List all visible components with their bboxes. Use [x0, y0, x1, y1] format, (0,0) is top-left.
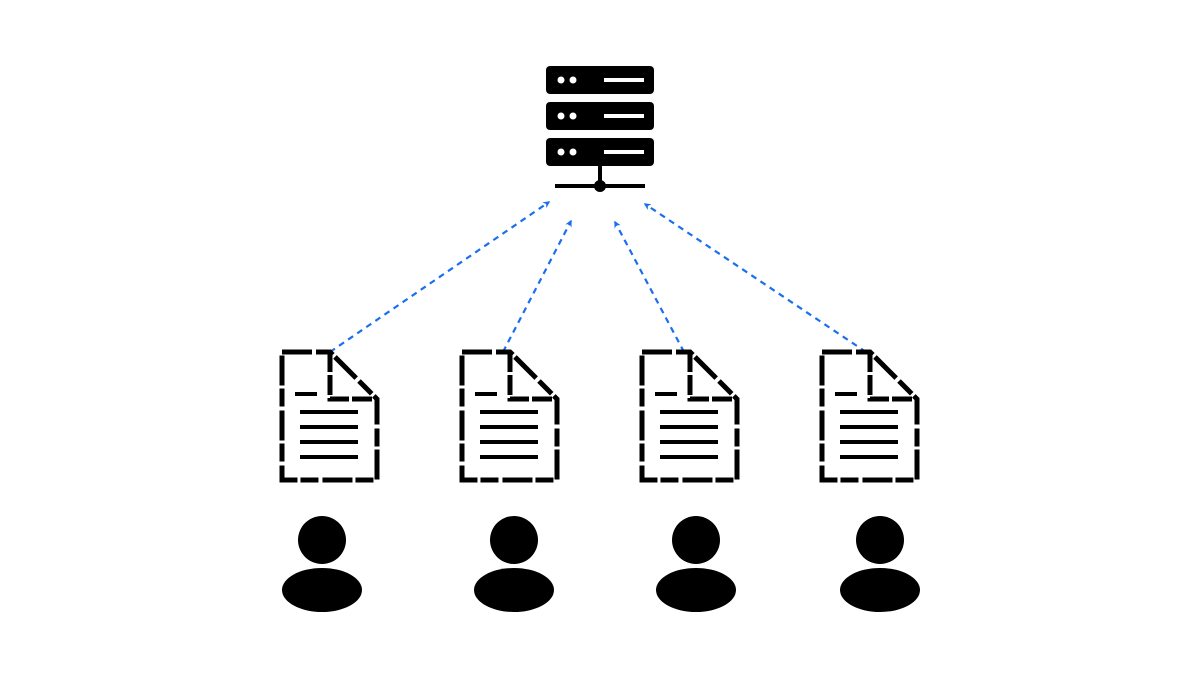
- document-icon: [639, 349, 740, 483]
- document-icon: [819, 349, 920, 483]
- connection-arrow-2: [502, 219, 572, 353]
- user-icon: [656, 516, 736, 612]
- client-column: [639, 349, 740, 612]
- client-column: [459, 349, 560, 612]
- server-unit-2: [546, 102, 654, 130]
- connection-arrow-3: [614, 220, 685, 353]
- client-column: [279, 349, 380, 612]
- user-icon: [840, 516, 920, 612]
- server-unit-1: [546, 66, 654, 94]
- user-icon: [282, 516, 362, 612]
- server-unit-3: [546, 138, 654, 166]
- user-icon: [474, 516, 554, 612]
- document-icon: [459, 349, 560, 483]
- connection-arrow-4: [643, 203, 867, 353]
- document-icon: [279, 349, 380, 483]
- client-column: [819, 349, 920, 612]
- connection-arrows: [329, 201, 867, 353]
- network-connector: [555, 166, 645, 192]
- connection-arrow-1: [329, 201, 551, 353]
- server-icon: [546, 66, 654, 192]
